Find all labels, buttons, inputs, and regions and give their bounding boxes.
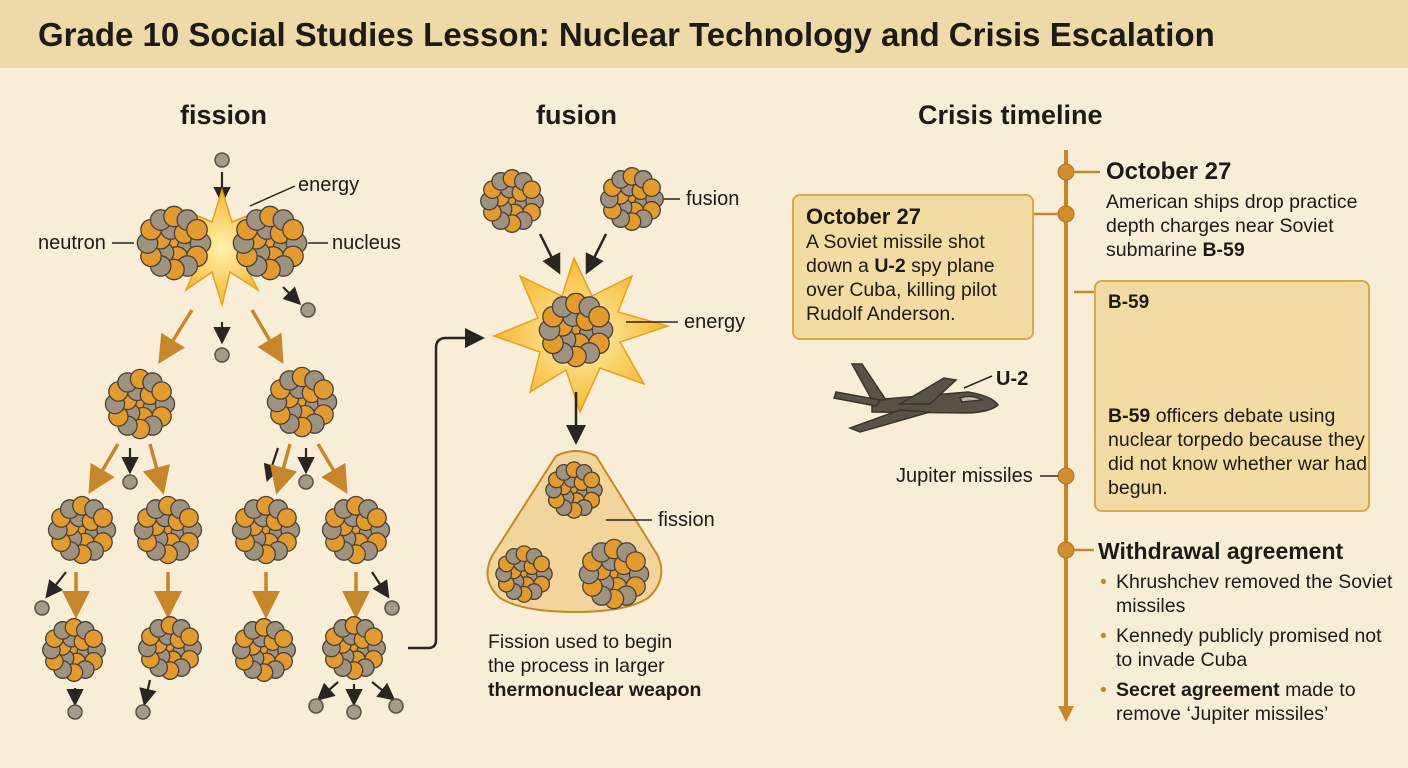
event-date: October 27 xyxy=(806,204,921,229)
caption-line: the process in larger xyxy=(488,655,665,677)
event-text-part: American ships drop practice depth charg… xyxy=(1106,191,1358,261)
arrow-neutron-out xyxy=(371,571,390,599)
arrow-fusion-in xyxy=(585,233,608,275)
nucleus-cluster xyxy=(42,618,106,682)
withdrawal-item: Kennedy publicly promised not to invade … xyxy=(1098,624,1398,672)
nucleus-cluster xyxy=(232,618,296,682)
label-neutron: neutron xyxy=(38,232,106,254)
label-fusion-energy: energy xyxy=(684,311,746,333)
arrow-neutron-out xyxy=(45,571,67,599)
page-title: Grade 10 Social Studies Lesson: Nuclear … xyxy=(38,16,1215,53)
event-box-u2: October 27 A Soviet missile shot down a … xyxy=(792,194,1034,340)
caption-line: Fission used to begin xyxy=(488,631,673,653)
arrow-neutron-out xyxy=(316,681,339,701)
nucleus-cluster xyxy=(600,167,664,231)
arrow-chain xyxy=(142,443,170,495)
withdrawal-item: Secret agreement made to remove ‘Jupiter… xyxy=(1098,678,1398,726)
nucleus-cluster xyxy=(232,205,308,281)
nucleus-cluster xyxy=(538,292,614,368)
connector-arrow xyxy=(408,328,485,650)
arrow-neutron-out xyxy=(263,447,281,483)
timeline-dot xyxy=(1057,467,1075,485)
b59-text-bold: B-59 xyxy=(1108,405,1151,427)
nucleus-cluster xyxy=(578,538,650,610)
withdrawal-list: Khrushchev removed the Soviet missiles K… xyxy=(1098,570,1398,732)
header-bar: Grade 10 Social Studies Lesson: Nuclear … xyxy=(0,0,1408,68)
arrow-chain xyxy=(158,309,194,364)
plane-label: U-2 xyxy=(996,368,1029,390)
nucleus-cluster xyxy=(231,495,301,565)
nucleus-cluster xyxy=(47,495,117,565)
b59-name: B-59 xyxy=(1108,292,1150,313)
caption-line-bold: thermonuclear weapon xyxy=(488,679,702,701)
label-nucleus: nucleus xyxy=(332,232,401,254)
fusion-title: fusion xyxy=(536,100,617,130)
nucleus-cluster xyxy=(480,169,544,233)
withdrawal-title: Withdrawal agreement xyxy=(1098,538,1344,564)
arrow-chain xyxy=(316,443,348,495)
timeline-dot xyxy=(1057,205,1075,223)
fission-title: fission xyxy=(180,100,268,130)
nucleus-cluster xyxy=(138,616,202,680)
nucleus-cluster xyxy=(322,616,386,680)
nucleus-cluster xyxy=(133,495,203,565)
b59-box: B-59 B-59 officers debate using nuclear … xyxy=(1094,280,1370,512)
fusion-diagram xyxy=(480,167,680,614)
label-energy: energy xyxy=(298,174,360,196)
event-text-part: A Soviet missile shot down a xyxy=(806,231,985,277)
arrow-chain xyxy=(270,443,298,495)
timeline-dot xyxy=(1057,163,1075,181)
arrow-chain xyxy=(88,443,120,495)
arrow-fusion-in xyxy=(538,233,561,275)
nucleus-cluster xyxy=(545,461,603,519)
timeline-title: Crisis timeline xyxy=(918,100,1103,130)
u2-plane-illustration xyxy=(833,363,999,433)
event-text: American ships drop practice depth charg… xyxy=(1106,190,1376,262)
arrow-neutron-out xyxy=(371,681,396,701)
timeline-dot xyxy=(1057,541,1075,559)
nucleus-cluster xyxy=(321,495,391,565)
withdrawal-item-text: made to remove ‘Jupiter missiles’ xyxy=(1116,679,1356,725)
b59-text: B-59 officers debate using nuclear torpe… xyxy=(1108,404,1368,500)
event-date: October 27 xyxy=(1106,158,1232,185)
event-text-bold: U-2 xyxy=(874,255,906,277)
arrow-chain xyxy=(250,309,284,365)
arrow-neutron-out xyxy=(139,679,157,707)
event-text-part: spy plane over Cuba, killing pilot Rudol… xyxy=(806,255,997,325)
nucleus-cluster xyxy=(266,366,338,438)
nucleus-cluster xyxy=(104,368,176,440)
label-fission-trigger: fission xyxy=(658,509,715,531)
jupiter-label: Jupiter missiles xyxy=(896,465,1033,487)
label-fusion: fusion xyxy=(686,188,740,210)
event-text-bold: B-59 xyxy=(1202,239,1245,261)
withdrawal-item-bold: Secret agreement xyxy=(1116,679,1280,701)
b59-text-part: officers debate using nuclear torpedo be… xyxy=(1108,405,1368,499)
fusion-caption: Fission used to begin the process in lar… xyxy=(488,630,728,702)
arrow-neutron-out xyxy=(282,286,302,306)
timeline xyxy=(833,150,1100,722)
nucleus-cluster xyxy=(495,545,553,603)
withdrawal-item: Khrushchev removed the Soviet missiles xyxy=(1098,570,1398,618)
event-text: A Soviet missile shot down a U-2 spy pla… xyxy=(806,230,1020,326)
neutron-particles xyxy=(34,152,404,720)
nucleus-cluster xyxy=(136,205,212,281)
fission-diagram xyxy=(34,152,404,720)
